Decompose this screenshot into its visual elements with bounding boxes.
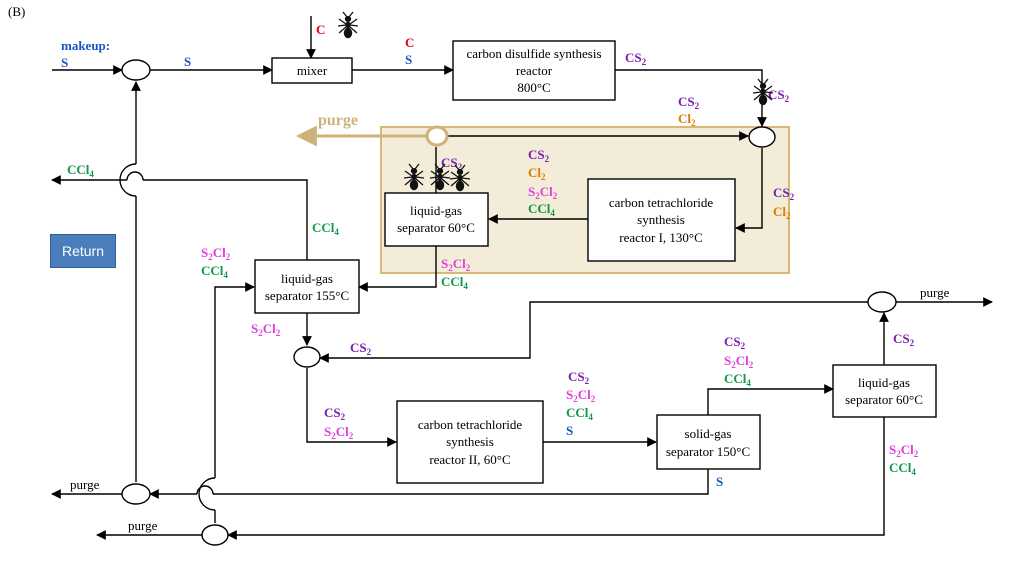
cs2-reactor-label-line1: carbon disulfide synthesis (466, 46, 601, 61)
species-label-s: S (566, 423, 573, 438)
species-label-cs2: CS2 (773, 185, 795, 202)
separator-60-top-label-line1: liquid-gas (410, 203, 462, 218)
separator-155-label-line2: separator 155°C (265, 288, 349, 303)
species-label-cs2: CS2 (441, 155, 463, 172)
species-label-s2cl2: S2Cl2 (251, 321, 281, 338)
line-bridges (119, 163, 216, 511)
separator-60-right-label-line2: separator 60°C (845, 392, 923, 407)
species-label-cs2: CS2 (350, 340, 372, 357)
species-label-cs2: CS2 (625, 50, 647, 67)
purge-left-label-2: purge (128, 518, 158, 533)
cs2-reactor-label-line3: 800°C (517, 80, 550, 95)
species-label-s2cl2: S2Cl2 (566, 387, 596, 404)
solid-gas-separator-label-line1: solid-gas (685, 426, 732, 441)
mixing-node (867, 291, 897, 313)
species-label-ccl4: CCl4 (566, 405, 593, 422)
cs2-reactor-label-line2: reactor (516, 63, 553, 78)
species-label-s2cl2: S2Cl2 (889, 442, 919, 459)
species-label-s: S (61, 55, 68, 70)
mixer-box (271, 57, 353, 84)
ant-icon (449, 164, 471, 192)
species-label-cs2: CS2 (568, 369, 590, 386)
species-label-ccl4: CCl4 (312, 220, 339, 237)
species-label-cl2: Cl2 (678, 111, 696, 128)
solid-gas-separator-label-line2: separator 150°C (666, 444, 750, 459)
unit-labels: mixer carbon disulfide synthesis reactor… (265, 46, 923, 467)
purge-right-label: purge (920, 285, 950, 300)
ant-icon (752, 78, 774, 106)
species-label-s2cl2: S2Cl2 (324, 424, 354, 441)
separator-60-top-label-line2: separator 60°C (397, 220, 475, 235)
ccl4-reactor-2-box (396, 400, 544, 484)
ccl4-reactor-2-label-line1: carbon tetrachloride (418, 417, 523, 432)
species-label-ccl4: CCl4 (201, 263, 228, 280)
species-label-cl2: Cl2 (528, 165, 546, 182)
species-label-ccl4: CCl4 (724, 371, 751, 388)
species-label-s: S (716, 474, 723, 489)
species-label-cs2: CS2 (724, 334, 746, 351)
species-label-s2cl2: S2Cl2 (201, 245, 231, 262)
species-label-s: S (405, 52, 412, 67)
species-label-cs2: CS2 (324, 405, 346, 422)
separator-60-right-label-line1: liquid-gas (858, 375, 910, 390)
ant-icon (403, 163, 425, 191)
mixer-label: mixer (297, 63, 328, 78)
species-label-c: C (316, 22, 325, 37)
species-label-s2cl2: S2Cl2 (724, 353, 754, 370)
stream-lines (51, 16, 993, 540)
ant-icon (337, 11, 359, 39)
ccl4-reactor-1-label-line3: reactor I, 130°C (619, 230, 703, 245)
species-label-c: C (405, 35, 414, 50)
species-label-cs2: CS2 (893, 331, 915, 348)
mixing-node (121, 59, 151, 81)
mixing-node (748, 126, 776, 148)
ant-icons (337, 11, 774, 192)
purge-left-label-1: purge (70, 477, 100, 492)
mixing-node (293, 346, 321, 368)
ccl4-reactor-1-box (587, 178, 736, 262)
purge-highlight-label: purge (318, 112, 358, 129)
return-button[interactable]: Return (50, 234, 116, 268)
separator-60-top-box (384, 192, 489, 247)
ccl4-reactor-1-label-line2: synthesis (637, 212, 685, 227)
species-label-s2cl2: S2Cl2 (441, 256, 471, 273)
cs2-reactor-box (452, 40, 616, 101)
species-label-ccl4: CCl4 (67, 162, 94, 179)
species-label-ccl4: CCl4 (441, 274, 468, 291)
species-label-cs2: CS2 (528, 147, 550, 164)
species-label-cs2: CS2 (768, 87, 790, 104)
ccl4-reactor-1-label-line1: carbon tetrachloride (609, 195, 714, 210)
species-label-s2cl2: S2Cl2 (528, 184, 558, 201)
ccl4-reactor-2-label-line3: reactor II, 60°C (429, 452, 510, 467)
species-label-cl2: Cl2 (773, 204, 791, 221)
splitting-node (201, 524, 229, 546)
ccl4-reactor-2-label-line2: synthesis (446, 434, 494, 449)
splitting-node (121, 483, 151, 505)
species-label-cs2: CS2 (678, 94, 700, 111)
species-label-s: S (184, 54, 191, 69)
solid-gas-separator-box (656, 414, 761, 470)
species-label-ccl4: CCl4 (889, 460, 916, 477)
makeup-label: makeup: (61, 38, 110, 53)
panel-label: (B) (8, 4, 25, 19)
species-label-ccl4: CCl4 (528, 201, 555, 218)
separator-155-label-line1: liquid-gas (281, 271, 333, 286)
separator-60-right-box (832, 364, 937, 418)
separator-155-box (254, 259, 360, 314)
purge-splitter-node (425, 125, 449, 147)
ant-icon (429, 163, 451, 191)
